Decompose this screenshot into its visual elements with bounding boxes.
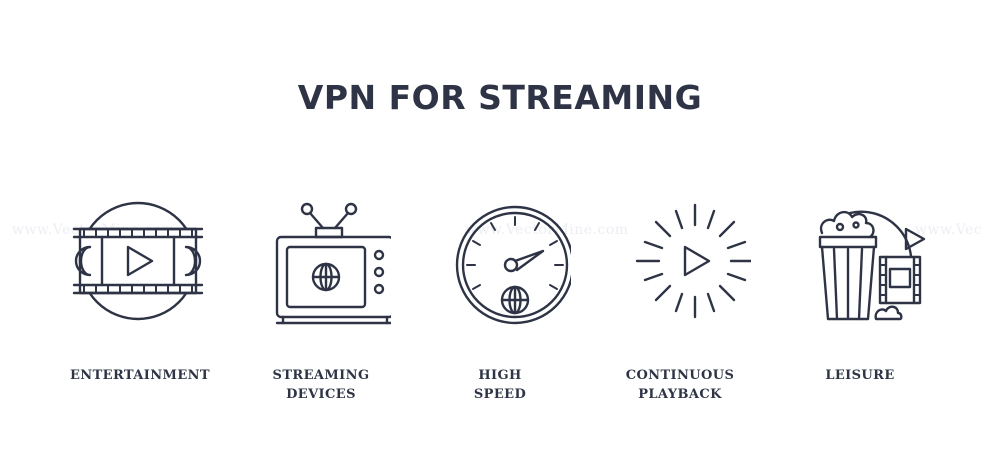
film-play-icon <box>53 195 223 325</box>
popcorn-icon <box>775 195 945 325</box>
loading-play-icon <box>596 195 766 325</box>
speedometer-globe-icon <box>416 195 586 325</box>
item-entertainment <box>53 195 223 325</box>
page-title: VPN FOR STREAMING <box>297 78 703 117</box>
item-continuous-playback <box>596 195 766 325</box>
label-entertainment: ENTERTAINMENT <box>69 368 211 383</box>
label-leisure: LEISURE <box>825 368 895 383</box>
watermark-center: www.VectorMine.com <box>465 222 629 238</box>
label-streaming-devices: STREAMING DEVICES <box>272 368 370 402</box>
watermark-right: www.Vec <box>915 222 983 238</box>
item-high-speed <box>416 195 586 325</box>
item-streaming-devices <box>236 195 406 325</box>
label-continuous-playback: CONTINUOUS PLAYBACK <box>625 368 735 402</box>
item-leisure <box>775 195 945 325</box>
label-high-speed: HIGH SPEED <box>473 368 527 402</box>
tv-globe-icon <box>236 195 406 325</box>
